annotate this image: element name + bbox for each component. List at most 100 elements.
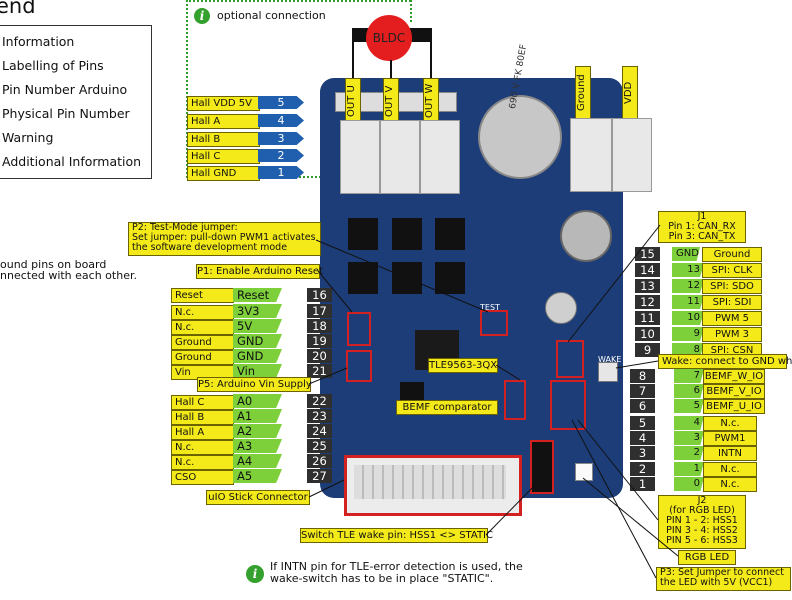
arduino-pin: 12 <box>672 279 704 293</box>
pin-function: Ground <box>702 247 762 262</box>
arduino-pin: GND <box>672 247 700 261</box>
p1-jumper-highlight <box>347 312 371 346</box>
pin-function: PWM1 <box>703 431 757 446</box>
hall-label: Hall B <box>187 132 260 147</box>
physical-pin: 1 <box>630 477 655 491</box>
physical-pin: 3 <box>630 446 655 460</box>
arduino-pin: A3 <box>233 439 282 453</box>
hall-label: Hall A <box>187 114 260 129</box>
mosfet <box>348 218 378 250</box>
leader-line <box>567 224 661 343</box>
leader-line <box>308 367 348 385</box>
ground-note-line2: nnected with each other. <box>0 269 137 282</box>
motor-wire-v <box>390 60 392 80</box>
arduino-pin: 2 <box>674 446 704 460</box>
legend-item: Warning <box>2 130 54 145</box>
bemf-comparator-label: BEMF comparator <box>396 400 498 415</box>
physical-pin: 19 <box>307 334 332 348</box>
p3-note: P3: Set Jumper to connect the LED with 5… <box>656 567 791 591</box>
hall-label: Hall C <box>187 149 260 164</box>
p3-line: P3: Set Jumper to connect <box>660 567 784 578</box>
leader-line <box>308 479 345 498</box>
pin-label: CSO <box>171 470 234 485</box>
bldc-motor: BLDC <box>366 15 412 61</box>
physical-pin: 12 <box>635 295 660 309</box>
mosfet <box>435 218 465 250</box>
legend-title: end <box>0 0 36 18</box>
pin-function: PWM 3 <box>702 327 762 342</box>
legend-item: Information <box>2 34 75 49</box>
pin-function: BEMF_V_IO <box>703 384 765 399</box>
j1-line: Pin 1: CAN_RX <box>668 221 736 232</box>
pin-function: N.c. <box>703 462 757 477</box>
small-capacitor <box>545 292 577 324</box>
terminal-ground <box>570 118 612 192</box>
info-icon: i <box>246 565 264 583</box>
arduino-pin: 11 <box>672 295 704 309</box>
leader-line <box>485 479 541 536</box>
terminal-vdd <box>612 118 652 192</box>
arduino-pin: A1 <box>233 409 282 423</box>
arduino-pin: Reset <box>233 288 282 302</box>
hall-pin-number: 4 <box>258 114 304 127</box>
j2-line: PIN 3 - 4: HSS2 <box>666 525 738 536</box>
leader-line <box>615 360 659 369</box>
physical-pin: 24 <box>307 424 332 438</box>
arduino-pin: A4 <box>233 454 282 468</box>
terminal-out-u <box>340 120 380 194</box>
terminal-out-v <box>380 120 420 194</box>
j1-line: J1 <box>697 211 707 222</box>
p5-vin-supply-note: P5: Arduino Vin Supply <box>197 377 312 392</box>
pin-label: N.c. <box>171 320 234 335</box>
optional-connection-frame <box>186 0 413 178</box>
wake-label: WAKE <box>598 355 622 364</box>
pin-function: N.c. <box>703 416 757 431</box>
uio-stick-connector-note: uIO Stick Connector <box>206 490 310 505</box>
physical-pin: 21 <box>307 364 332 378</box>
leader-line <box>495 364 521 381</box>
legend-item: Labelling of Pins <box>2 58 104 73</box>
pin-label: Ground <box>171 350 234 365</box>
j1-line: Pin 3: CAN_TX <box>668 231 736 242</box>
physical-pin: 27 <box>307 469 332 483</box>
arduino-pin: 3V3 <box>233 304 282 318</box>
pin-function: N.c. <box>703 477 757 492</box>
legend-box: Information Labelling of Pins Pin Number… <box>0 25 152 179</box>
arduino-pin: 3 <box>674 431 704 445</box>
j1-highlight <box>556 340 584 378</box>
arduino-pin: GND <box>233 349 282 363</box>
optional-connection-frame-top <box>186 0 411 4</box>
leader-line <box>571 419 657 579</box>
physical-pin: 25 <box>307 439 332 453</box>
arduino-pin: A2 <box>233 424 282 438</box>
capacitor <box>478 95 562 179</box>
physical-pin: 18 <box>307 319 332 333</box>
physical-pin: 16 <box>307 288 332 302</box>
physical-pin: 6 <box>630 399 655 413</box>
hall-pin-number: 3 <box>258 132 304 145</box>
legend-item: Pin Number Arduino <box>2 82 128 97</box>
arduino-pin: 8 <box>672 343 704 357</box>
physical-pin: 5 <box>630 416 655 430</box>
wake-note: Wake: connect to GND wh <box>658 354 792 369</box>
legend-item: Additional Information <box>2 154 142 169</box>
p2-line: Set jumper: pull-down PWM1 activates <box>132 232 316 243</box>
rgb-led-note: RGB LED <box>678 550 736 565</box>
j2-line: PIN 5 - 6: HSS3 <box>666 535 738 546</box>
p2-line: P2: Test-Mode jumper: <box>132 222 238 233</box>
arduino-pin: 4 <box>674 416 704 430</box>
j2-line: J2 <box>697 495 707 506</box>
physical-pin: 7 <box>630 384 655 398</box>
switch-tle-wake-note: Switch TLE wake pin: HSS1 <> STATIC <box>300 528 493 543</box>
pin-function: SPI: SDO <box>702 279 762 294</box>
ground-note-line1: ound pins on board <box>0 258 107 271</box>
leader-line <box>577 419 659 521</box>
pin-function: SPI: CLK <box>702 263 762 278</box>
test-jumper-highlight <box>480 310 508 336</box>
terminal-out-w <box>420 120 460 194</box>
physical-pin: 10 <box>635 327 660 341</box>
leader-line <box>315 239 489 313</box>
physical-pin: 20 <box>307 349 332 363</box>
physical-pin: 11 <box>635 311 660 325</box>
p1-enable-reset-note: P1: Enable Arduino Reset <box>196 264 323 279</box>
